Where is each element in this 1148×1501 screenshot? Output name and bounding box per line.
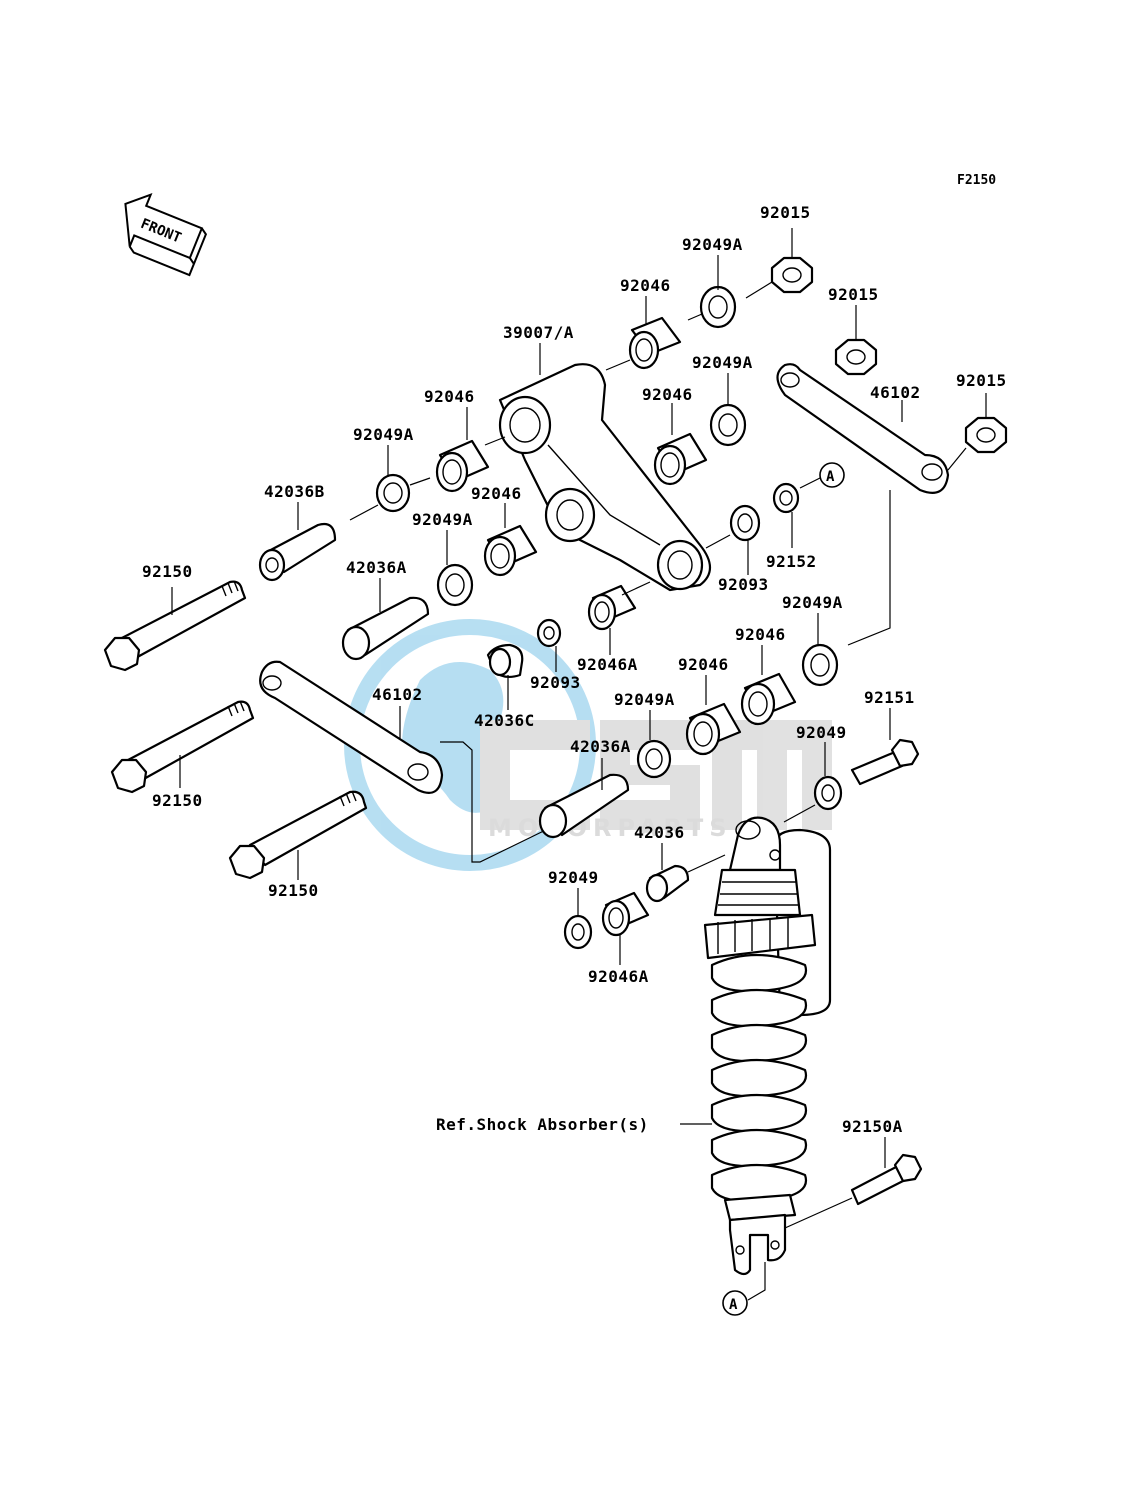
label-92152: 92152 <box>766 552 817 571</box>
bearing-92046-right2 <box>740 672 797 726</box>
seal-92049A-top <box>699 285 737 329</box>
svg-text:A: A <box>826 469 835 485</box>
link-46102-left <box>259 660 444 794</box>
bearing-92046A-bot <box>601 891 650 937</box>
label-92093-mid: 92093 <box>530 673 581 692</box>
nut-92015-right <box>964 416 1008 454</box>
seal-92049A-mid <box>709 403 747 447</box>
bearing-92046-left <box>435 439 490 493</box>
collar-42036C <box>486 643 524 679</box>
label-92046A-mid: 92046A <box>577 655 638 674</box>
nut-92015-top <box>770 256 814 294</box>
front-arrow-icon: FRONT <box>124 192 208 277</box>
label-92151: 92151 <box>864 688 915 707</box>
washer-92152 <box>772 482 800 514</box>
nut-92015-mid <box>834 338 878 376</box>
bearing-92046-top <box>628 316 682 370</box>
label-92046-mid2: 92046 <box>678 655 729 674</box>
label-42036C: 42036C <box>474 711 535 730</box>
label-92046-right2: 92046 <box>735 625 786 644</box>
seal-92093-right <box>729 504 761 542</box>
label-ref-shock-absorber: Ref.Shock Absorber(s) <box>436 1115 649 1134</box>
link-46102-right <box>776 363 950 494</box>
washer-92049-bot <box>563 914 593 950</box>
label-92049A-mid: 92049A <box>692 353 753 372</box>
collar-42036A-top <box>341 596 430 661</box>
label-46102-right: 46102 <box>870 383 921 402</box>
label-92150A: 92150A <box>842 1117 903 1136</box>
bolt-92151 <box>850 738 920 786</box>
label-92150-mid: 92150 <box>152 791 203 810</box>
label-42036A-mid: 42036A <box>570 737 631 756</box>
label-92049A-left: 92049A <box>353 425 414 444</box>
label-92049-right: 92049 <box>796 723 847 742</box>
label-92049A-right2: 92049A <box>782 593 843 612</box>
label-39007A: 39007/A <box>503 323 574 342</box>
label-42036B: 42036B <box>264 482 325 501</box>
bolt-92150-mid <box>110 700 255 794</box>
bolt-92150A <box>850 1153 923 1206</box>
label-92150-bot: 92150 <box>268 881 319 900</box>
svg-text:A: A <box>729 1297 738 1313</box>
label-92046-top: 92046 <box>620 276 671 295</box>
seal-92049A-left <box>375 473 411 513</box>
bolt-92150-bot <box>228 790 368 880</box>
bearing-92046-left2 <box>483 524 538 577</box>
figure-code: F2150 <box>957 173 996 188</box>
label-92049A-left2: 92049A <box>412 510 473 529</box>
seal-92049A-right2 <box>801 643 839 687</box>
washer-92049-right <box>813 775 843 811</box>
label-92046-left2: 92046 <box>471 484 522 503</box>
label-42036: 42036 <box>634 823 685 842</box>
label-42036A-top: 42036A <box>346 558 407 577</box>
callout-a-bottom: A <box>722 1290 748 1316</box>
bearing-92046-mid2 <box>685 702 742 756</box>
seal-92049A-mid2 <box>636 739 672 779</box>
label-46102-left: 46102 <box>372 685 423 704</box>
label-92015-mid: 92015 <box>828 285 879 304</box>
rocker-arm-39007A <box>498 363 712 592</box>
collar-42036 <box>645 864 690 903</box>
label-92150-top: 92150 <box>142 562 193 581</box>
label-92049-bot: 92049 <box>548 868 599 887</box>
shock-absorber <box>703 816 832 1276</box>
label-92093-right: 92093 <box>718 575 769 594</box>
bolt-92150-top <box>103 580 247 672</box>
watermark-subtitle: MOTORPARTS <box>488 814 733 842</box>
label-92049A-top: 92049A <box>682 235 743 254</box>
label-92015-right: 92015 <box>956 371 1007 390</box>
seal-92093-mid <box>536 618 562 648</box>
label-92046-left: 92046 <box>424 387 475 406</box>
callout-a-top: A <box>819 462 845 488</box>
bearing-92046-center <box>653 432 708 486</box>
seal-92049A-left2 <box>436 563 474 607</box>
label-92046-center: 92046 <box>642 385 693 404</box>
label-92046A-bot: 92046A <box>588 967 649 986</box>
label-92049A-mid2: 92049A <box>614 690 675 709</box>
collar-42036A-mid <box>538 773 630 839</box>
label-92015-top: 92015 <box>760 203 811 222</box>
collar-42036B <box>258 522 337 582</box>
